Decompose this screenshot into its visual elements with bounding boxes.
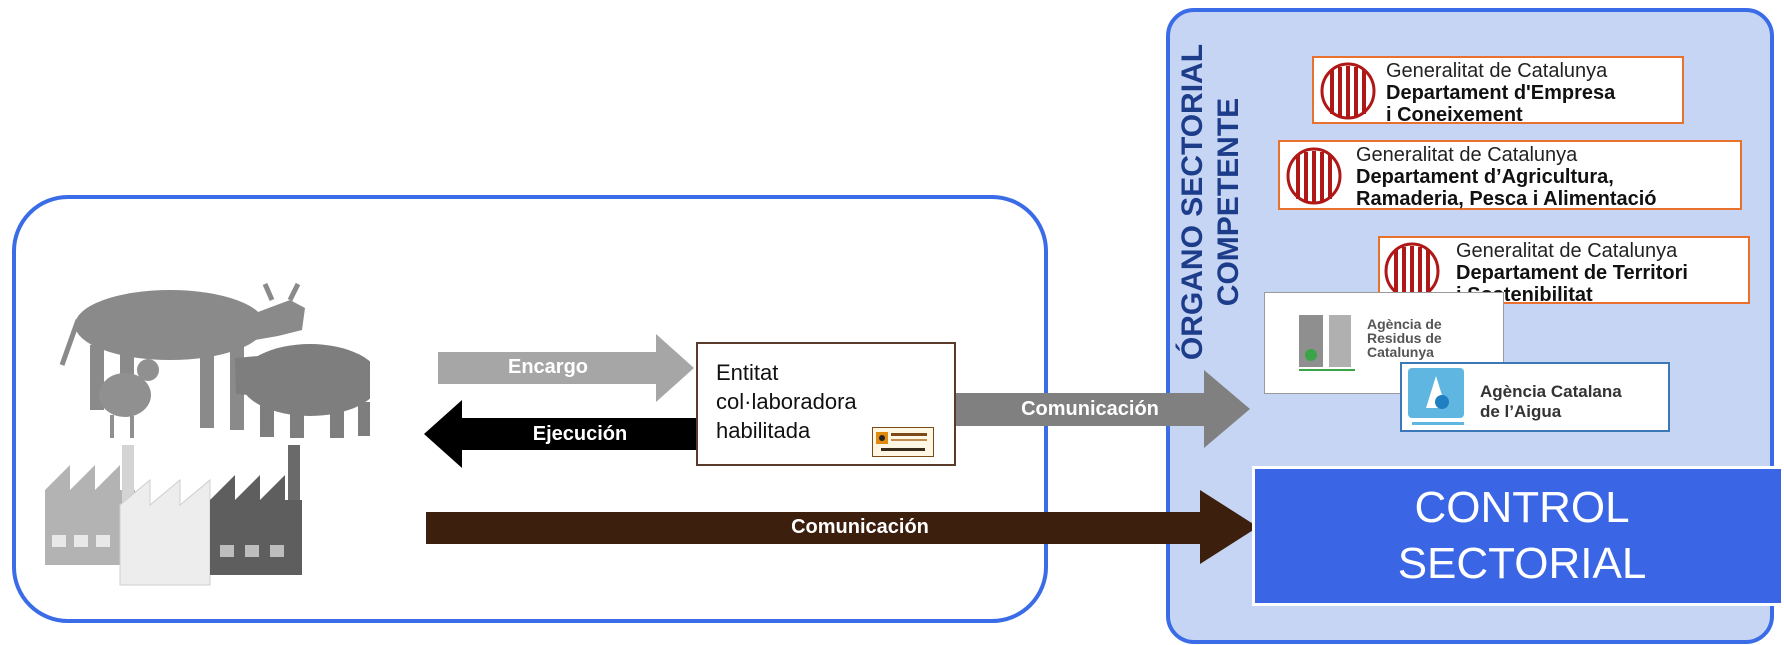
organ-title-line2: COMPETENTE — [1212, 97, 1245, 307]
livestock-illustration — [59, 282, 370, 438]
eca-badge-icon — [872, 427, 934, 457]
logo-residus-line1: Agència de — [1367, 316, 1442, 332]
logo-residus-line3: Catalunya — [1367, 344, 1434, 360]
control-line2: SECTORIAL — [1397, 539, 1647, 588]
collaborating-entity-box — [696, 342, 956, 466]
logo-empresa: Generalitat de Catalunya Departament d'E… — [1312, 56, 1684, 126]
logo-aigua-line2: de l’Aigua — [1480, 402, 1562, 421]
generalitat-emblem-icon — [1384, 242, 1440, 300]
factory-icon — [210, 445, 302, 575]
organ-title: ÓRGANO SECTORIAL COMPETENTE — [1175, 12, 1247, 392]
logo-agricultura-line2: Departament d’Agricultura, — [1356, 166, 1614, 188]
logo-empresa-line2: Departament d'Empresa — [1386, 82, 1616, 104]
logo-agricultura-line3: Ramaderia, Pesca i Alimentació — [1356, 188, 1657, 210]
generalitat-emblem-icon — [1286, 147, 1342, 205]
logo-empresa-line1: Generalitat de Catalunya — [1386, 60, 1608, 82]
comunicacion-top-label: Comunicación — [1021, 398, 1159, 420]
logo-aigua-line1: Agència Catalana — [1480, 382, 1622, 401]
logo-territori-line2: Departament de Territori — [1456, 262, 1688, 284]
organ-title-line1: ÓRGANO SECTORIAL — [1176, 43, 1209, 361]
comunicacion-bottom-arrow — [426, 490, 1258, 564]
residus-logo-icon — [1299, 315, 1355, 371]
ejecucion-arrow — [424, 400, 696, 468]
collaborating-entity-text: Entitat col·laboradora habilitada — [716, 358, 916, 445]
logo-empresa-line3: i Coneixement — [1386, 104, 1523, 126]
factory-icon — [45, 465, 135, 565]
ejecucion-label: Ejecución — [532, 423, 628, 445]
factory-icon — [119, 445, 211, 586]
control-sectorial-box — [1252, 466, 1784, 606]
logo-agricultura-line1: Generalitat de Catalunya — [1356, 144, 1578, 166]
factories-illustration — [45, 445, 302, 586]
control-line1: CONTROL — [1414, 483, 1630, 532]
entity-line: col·laboradora — [716, 389, 857, 414]
generalitat-emblem-icon — [1320, 62, 1376, 120]
logo-territori: Generalitat de Catalunya Departament de … — [1378, 236, 1750, 306]
logo-aigua: Agència Catalana de l’Aigua — [1400, 362, 1670, 432]
chicken-icon — [99, 359, 159, 438]
cow-icon — [59, 282, 305, 430]
logo-residus-line2: Residus de — [1367, 330, 1442, 346]
control-sectorial-text: CONTROL SECTORIAL — [1262, 480, 1782, 592]
encargo-label: Encargo — [507, 356, 589, 378]
logo-agricultura: Generalitat de Catalunya Departament d’A… — [1278, 140, 1742, 210]
entity-line: habilitada — [716, 418, 811, 443]
comunicacion-bottom-label: Comunicación — [791, 516, 929, 538]
pig-icon — [235, 344, 370, 438]
encargo-arrow — [438, 334, 694, 402]
comunicacion-top-arrow — [956, 370, 1250, 448]
logo-territori-line1: Generalitat de Catalunya — [1456, 240, 1678, 262]
aigua-logo-icon — [1408, 368, 1464, 425]
entity-line: Entitat — [716, 360, 779, 385]
